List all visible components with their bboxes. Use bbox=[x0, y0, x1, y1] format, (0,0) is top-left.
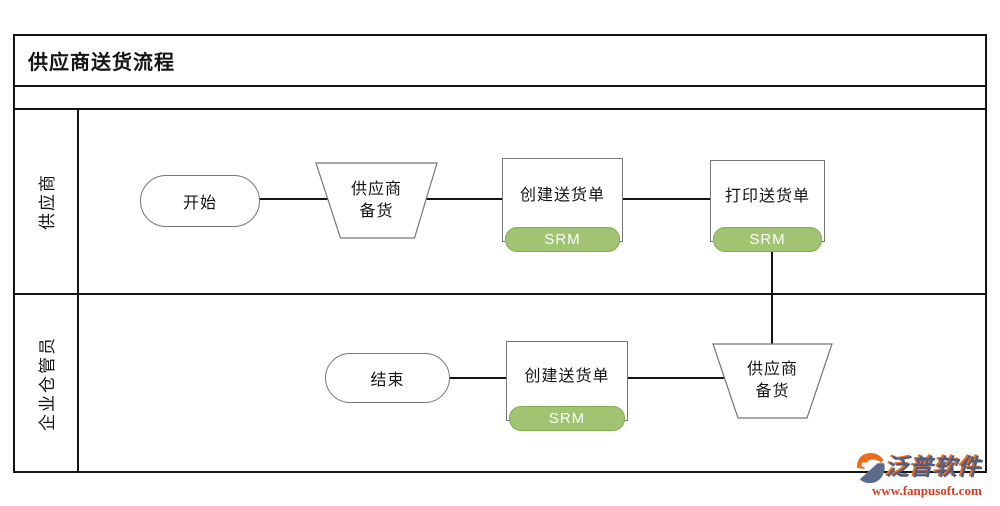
connector-prep2-to-create2 bbox=[627, 377, 727, 379]
fanpu-watermark: 泛普软件 www.fanpusoft.com bbox=[856, 451, 998, 497]
title-separator-line bbox=[13, 85, 987, 87]
connector-prep-to-create bbox=[425, 198, 503, 200]
lane-separator-line bbox=[13, 293, 987, 295]
lane-label-supplier: 供应商 bbox=[38, 172, 57, 230]
diagram-outer-border bbox=[13, 34, 987, 473]
connector-print-to-prep2 bbox=[771, 251, 773, 344]
fanpu-brand-text: 泛普软件 bbox=[886, 453, 982, 480]
srm-badge: SRM bbox=[509, 406, 625, 431]
connector-create2-to-end bbox=[449, 377, 507, 379]
node-warehouse-create-delivery-note: 创建送货单 SRM bbox=[506, 341, 628, 431]
diagram-title: 供应商送货流程 bbox=[28, 51, 175, 74]
node-print-delivery-note: 打印送货单 SRM bbox=[710, 160, 825, 252]
fanpu-url-text: www.fanpusoft.com bbox=[872, 483, 982, 498]
node-end: 结束 bbox=[325, 353, 450, 403]
lane-label-warehouse-keeper: 企业仓管员 bbox=[38, 336, 57, 431]
header-band-line bbox=[13, 108, 987, 110]
connector-start-to-prep bbox=[259, 198, 329, 200]
srm-badge: SRM bbox=[713, 227, 822, 252]
trapezoid-shape bbox=[712, 343, 833, 419]
node-create-delivery-note: 创建送货单 SRM bbox=[502, 158, 623, 252]
trapezoid-shape bbox=[315, 162, 438, 239]
node-start: 开始 bbox=[140, 175, 260, 227]
node-warehouse-supplier-prep: 供应商 备货 bbox=[712, 343, 833, 419]
node-supplier-prep: 供应商 备货 bbox=[315, 162, 438, 239]
fanpu-logo-icon bbox=[856, 452, 885, 483]
srm-badge: SRM bbox=[505, 227, 620, 252]
lane-label-column-line bbox=[77, 108, 79, 473]
diagram-title-row: 供应商送货流程 bbox=[15, 36, 615, 84]
connector-create-to-print bbox=[622, 198, 711, 200]
